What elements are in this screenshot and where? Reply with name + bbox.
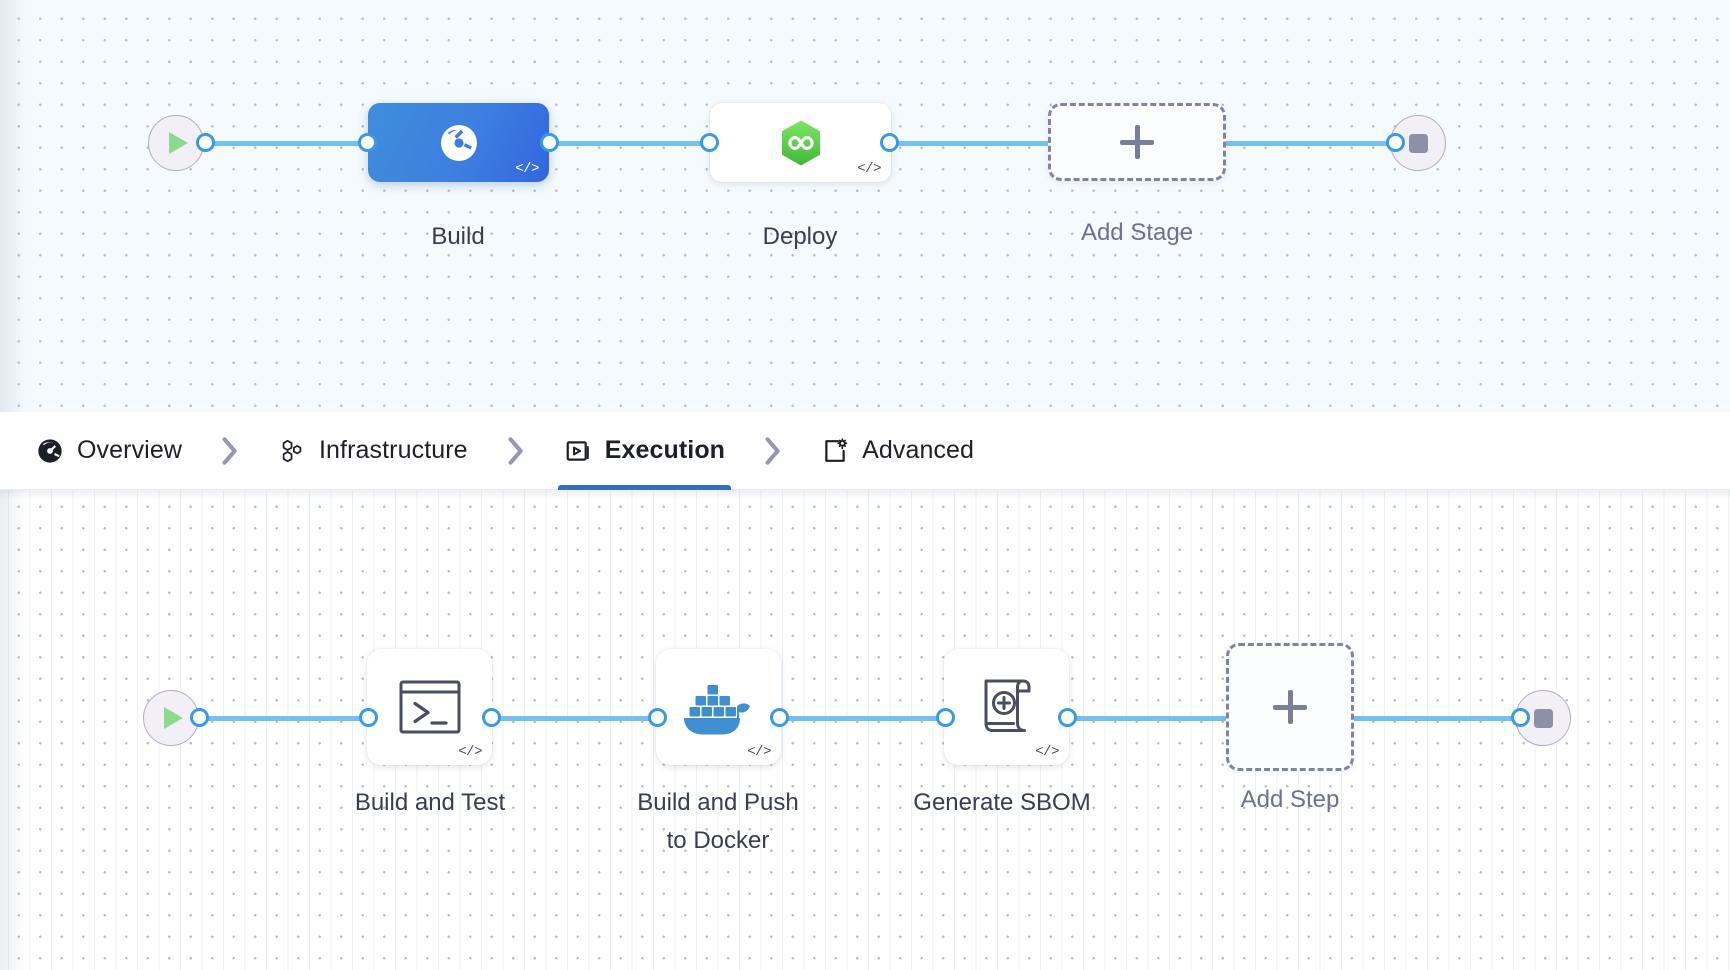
tab-label: Infrastructure <box>319 436 468 464</box>
stage-node-build[interactable]: </> <box>368 103 549 182</box>
pipeline-steps-canvas[interactable]: </> Build and Test <box>0 490 1730 970</box>
tab-advanced[interactable]: Advanced <box>815 412 980 490</box>
code-badge[interactable]: </> <box>857 161 881 177</box>
step-node-build-push-docker[interactable]: </> <box>656 649 781 765</box>
stage-label-build: Build <box>431 223 485 250</box>
port-start-out[interactable] <box>196 133 215 152</box>
edge-build-test-to-docker <box>482 716 662 721</box>
port-deploy-out[interactable] <box>880 133 899 152</box>
docker-whale-icon <box>683 685 750 735</box>
tab-infrastructure[interactable]: Infrastructure <box>272 412 474 490</box>
stages-row: </> Build </> <box>0 0 1730 412</box>
port-docker-in[interactable] <box>648 708 667 727</box>
add-stage-button[interactable] <box>1048 103 1226 181</box>
step-label-build-and-test: Build and Test <box>354 789 506 816</box>
code-badge[interactable]: </> <box>1035 744 1059 760</box>
play-icon <box>169 132 188 154</box>
step-label-generate-sbom: Generate SBOM <box>913 789 1091 816</box>
play-icon <box>164 707 183 729</box>
sbom-scroll-plus-icon <box>984 679 1030 732</box>
chevron-right-icon <box>508 436 523 465</box>
overview-pie-icon <box>38 438 62 463</box>
port-build-out[interactable] <box>540 133 559 152</box>
port-steps-end-in[interactable] <box>1511 708 1530 727</box>
plus-icon <box>1120 125 1154 159</box>
edge-start-to-build-test <box>200 716 368 721</box>
stop-icon <box>1533 708 1553 728</box>
step-node-generate-sbom[interactable]: </> <box>944 649 1069 765</box>
port-build-in[interactable] <box>358 133 377 152</box>
tab-overview[interactable]: Overview <box>30 412 188 490</box>
stage-config-tabs: Overview Infrastructure <box>0 412 1730 490</box>
tab-label: Execution <box>604 436 726 464</box>
pipeline-stages-canvas[interactable]: </> Build </> <box>0 0 1730 412</box>
tab-execution[interactable]: Execution <box>557 412 732 490</box>
execution-play-icon <box>566 440 589 461</box>
tab-label: Overview <box>77 436 182 464</box>
harness-cd-hexagon-icon <box>781 120 820 165</box>
stage-node-deploy[interactable]: </> <box>710 103 891 182</box>
port-steps-start-out[interactable] <box>190 708 209 727</box>
add-stage-label: Add Stage <box>1080 219 1194 246</box>
port-deploy-in[interactable] <box>700 133 719 152</box>
steps-row: </> Build and Test <box>0 490 1730 970</box>
port-build-test-out[interactable] <box>482 708 501 727</box>
hexagon-cluster-icon <box>282 439 302 462</box>
port-build-test-in[interactable] <box>359 708 378 727</box>
pipeline-start-node[interactable] <box>148 115 204 171</box>
stop-icon <box>1408 133 1428 153</box>
add-step-button[interactable] <box>1226 643 1354 771</box>
plus-icon <box>1273 690 1307 724</box>
port-docker-out[interactable] <box>770 708 789 727</box>
edge-docker-to-sbom <box>770 716 950 721</box>
edge-build-to-deploy <box>540 141 710 146</box>
code-badge[interactable]: </> <box>515 161 539 177</box>
terminal-icon <box>399 680 460 734</box>
step-node-build-and-test[interactable]: </> <box>367 649 492 765</box>
harness-ci-icon <box>440 124 477 161</box>
port-sbom-in[interactable] <box>936 708 955 727</box>
port-end-in[interactable] <box>1386 133 1405 152</box>
edge-start-to-build <box>206 141 376 146</box>
chevron-right-icon <box>222 436 237 465</box>
tab-label: Advanced <box>862 436 975 464</box>
pipeline-end-node[interactable] <box>1390 115 1446 171</box>
port-sbom-out[interactable] <box>1058 708 1077 727</box>
code-badge[interactable]: </> <box>747 744 771 760</box>
add-step-label: Add Step <box>1240 786 1340 813</box>
advanced-gear-icon <box>825 437 848 462</box>
chevron-right-icon <box>765 436 780 465</box>
code-badge[interactable]: </> <box>458 744 482 760</box>
step-label-build-push-docker: Build and Push to Docker <box>637 789 799 854</box>
stage-label-deploy: Deploy <box>762 223 838 250</box>
